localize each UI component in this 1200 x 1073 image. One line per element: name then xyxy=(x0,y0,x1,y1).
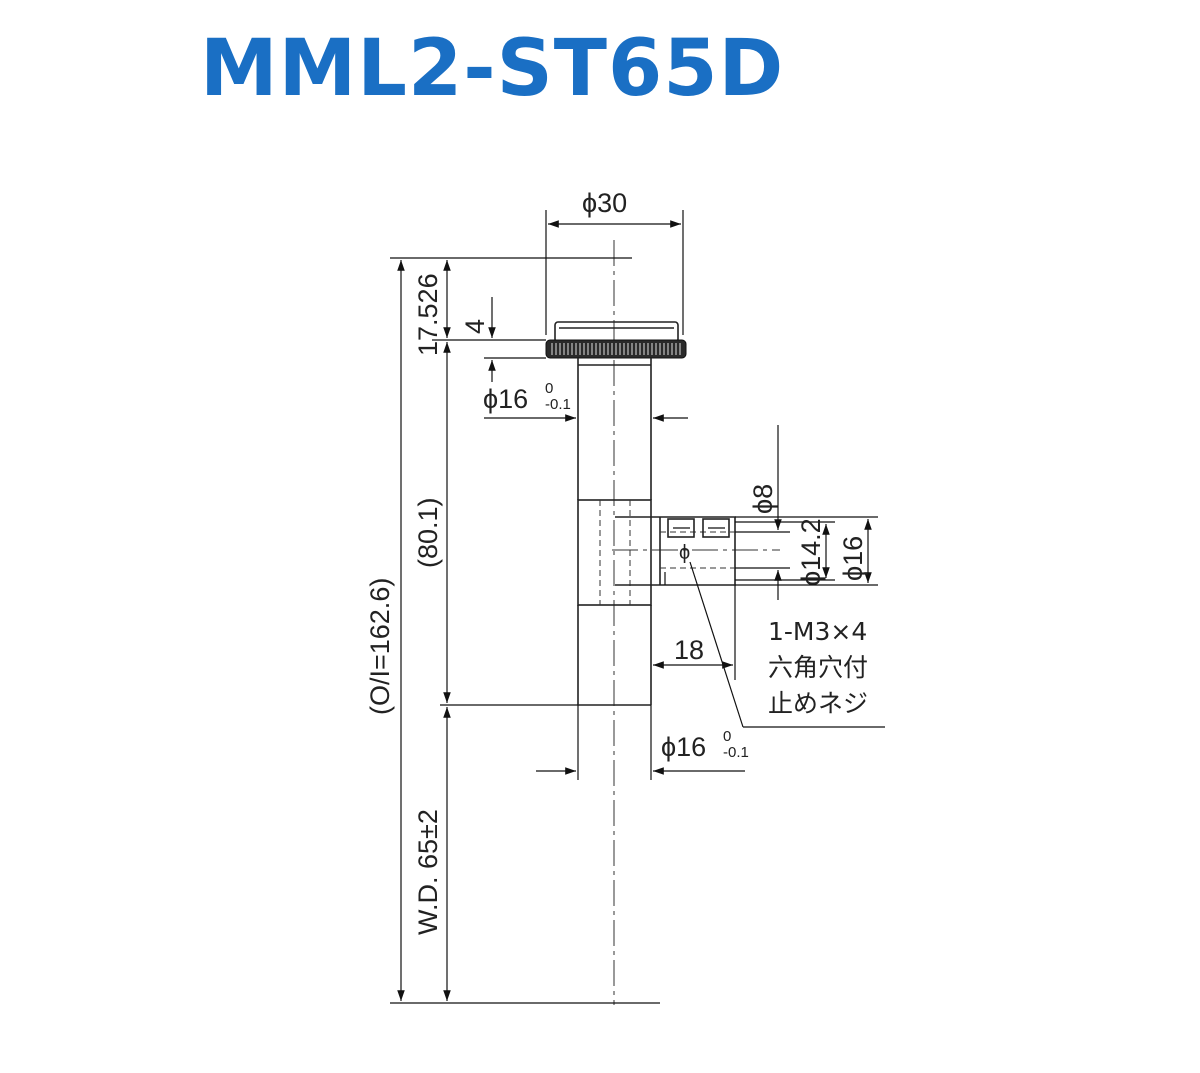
dim-top-length: 17.526 xyxy=(413,260,451,356)
dim-body-length: (80.1) xyxy=(413,342,451,703)
page-title: MML2-ST65D xyxy=(200,24,785,114)
dim-flange-thickness-text: 4 xyxy=(460,319,490,334)
dim-top-diameter: ϕ30 xyxy=(545,188,684,335)
dim-port-outer: ϕ16 xyxy=(735,516,878,586)
note-line-3: 止めネジ xyxy=(768,689,868,718)
dim-port-inner: ϕ14.2 xyxy=(735,518,835,586)
dim-port-length-text: 18 xyxy=(674,635,704,665)
dim-upper-tube-tol-upper: 0 xyxy=(545,380,553,397)
dim-port-diameter: ϕ8 xyxy=(735,425,790,600)
dim-port-length: 18 xyxy=(653,585,736,680)
note-line-1: 1-M3×4 xyxy=(768,617,867,646)
dim-upper-tube-diameter: ϕ16 0 -0.1 xyxy=(483,380,688,422)
dim-upper-tube-text: ϕ16 xyxy=(483,384,528,414)
dim-body-length-text: (80.1) xyxy=(413,497,443,568)
set-screw-note: 1-M3×4 六角穴付 止めネジ xyxy=(768,617,868,718)
note-leader xyxy=(689,561,885,728)
dim-upper-tube-tol-lower: -0.1 xyxy=(545,396,571,413)
dim-working-distance: W.D. 65±2 xyxy=(413,707,451,1001)
dim-overall: (O/I=162.6) xyxy=(365,260,405,1001)
dim-top-length-text: 17.526 xyxy=(413,273,443,356)
dim-working-distance-text: W.D. 65±2 xyxy=(413,809,443,935)
port-mark: ϕ xyxy=(679,542,690,564)
dim-port-inner-text: ϕ14.2 xyxy=(796,518,826,586)
dim-top-diameter-text: ϕ30 xyxy=(582,188,627,218)
dim-flange-thickness: 4 xyxy=(460,297,496,382)
note-line-2: 六角穴付 xyxy=(768,653,868,682)
dim-port-diameter-text: ϕ8 xyxy=(748,484,778,514)
lens-body xyxy=(545,321,780,706)
dim-lower-tube-diameter: ϕ16 0 -0.1 xyxy=(536,705,749,780)
dim-lower-tube-tol-upper: 0 xyxy=(723,728,731,745)
dim-port-outer-text: ϕ16 xyxy=(838,536,868,581)
dim-lower-tube-text: ϕ16 xyxy=(661,732,706,762)
dim-overall-text: (O/I=162.6) xyxy=(365,578,395,715)
dim-lower-tube-tol-lower: -0.1 xyxy=(723,744,749,761)
